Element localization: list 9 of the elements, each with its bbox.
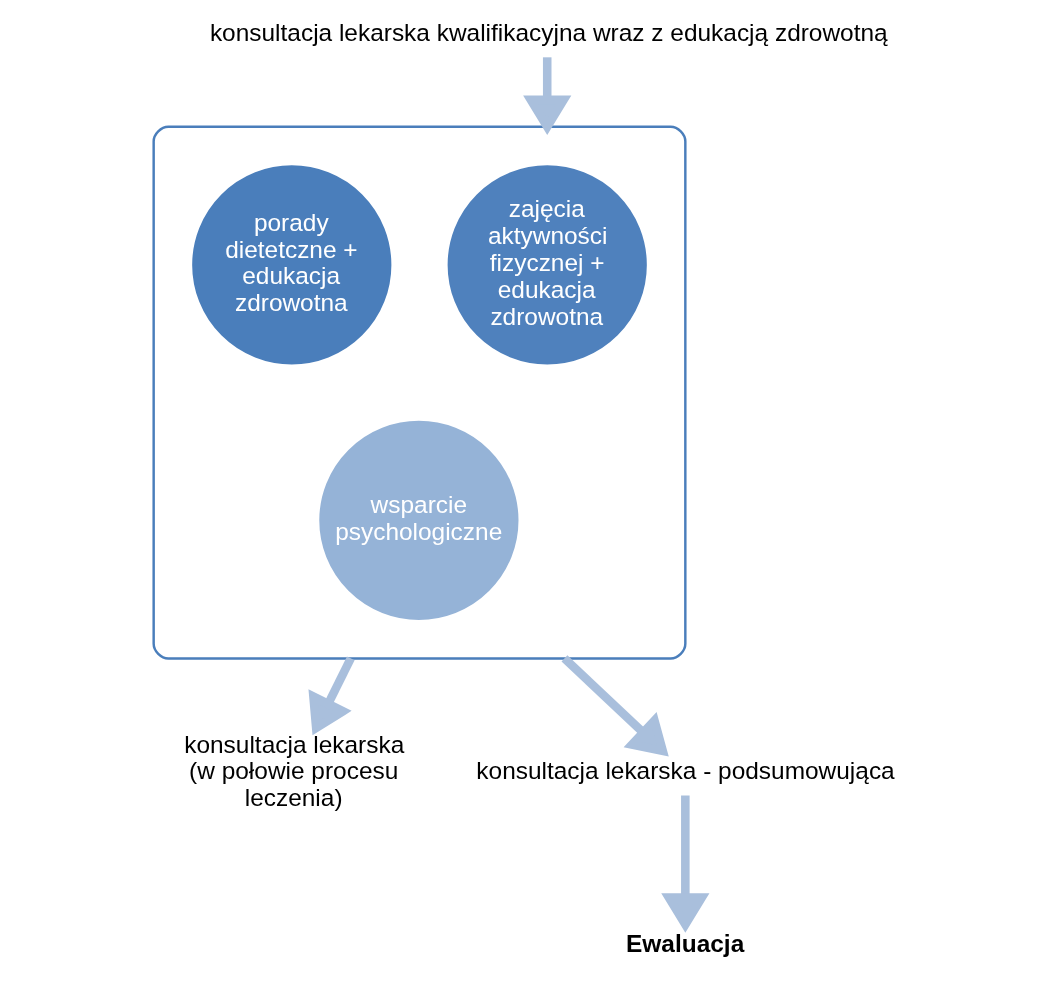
arrow	[523, 57, 572, 135]
cluster	[152, 125, 687, 660]
arrow	[561, 655, 669, 757]
node-text: konsultacja lekarska (w połowie procesu leczenia)	[184, 730, 405, 812]
node-text: konsultacja lekarska kwalifikacyjna wraz z edukacją zdrowotną	[209, 19, 888, 47]
arrow	[661, 795, 710, 933]
node-text: konsultacja lekarska - podsumowująca	[476, 757, 895, 785]
arrow	[308, 656, 355, 736]
node-text: Ewaluacja	[626, 929, 745, 957]
